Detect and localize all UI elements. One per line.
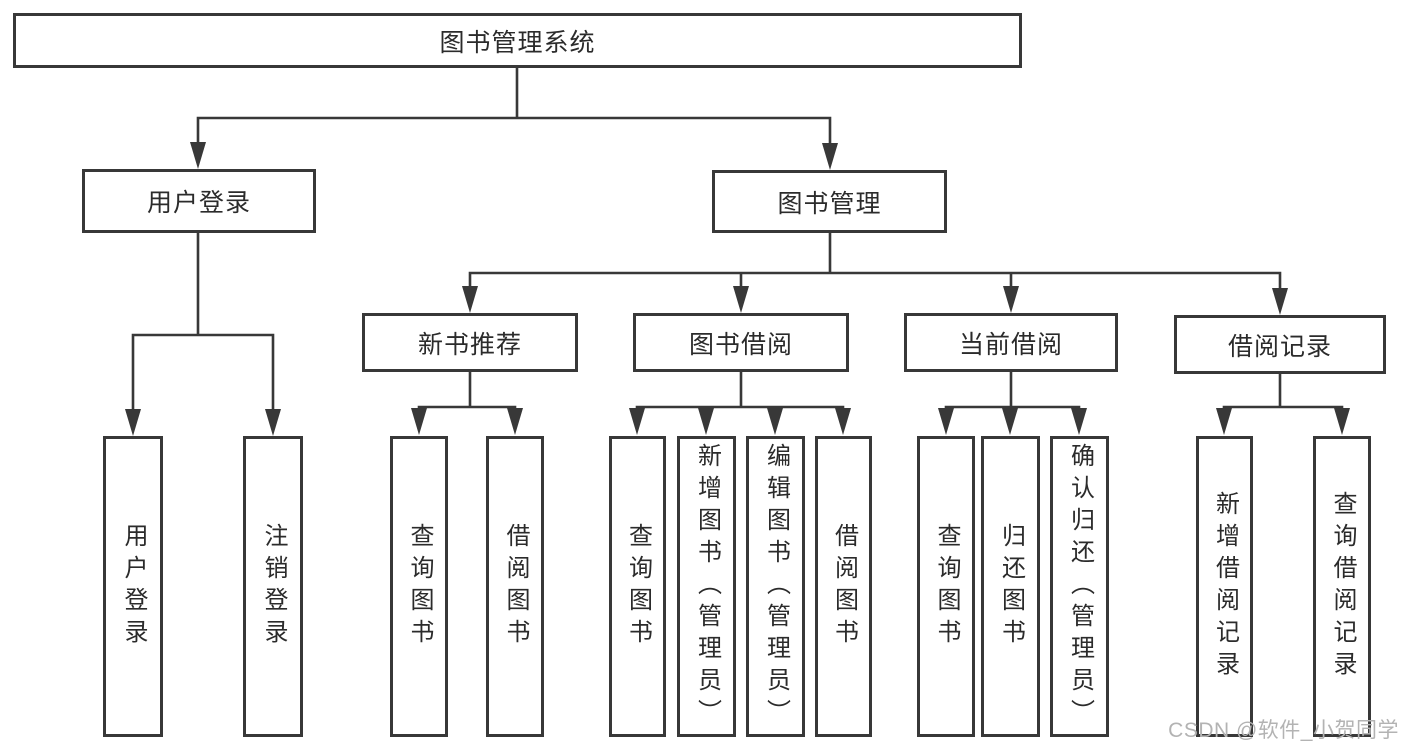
node-borrowing-records: 借阅记录 (1174, 315, 1386, 374)
leaf-return-books: 归还图书 (981, 436, 1040, 737)
connector-segments (131, 66, 1344, 413)
leaf-query-books-current: 查询图书 (917, 436, 975, 737)
leaf-query-books-borrowing-label: 查询图书 (624, 522, 652, 651)
node-current-borrowing: 当前借阅 (904, 313, 1118, 372)
node-new-book-recommend: 新书推荐 (362, 313, 578, 372)
leaf-return-books-label: 归还图书 (997, 522, 1025, 651)
leaf-confirm-return-admin-label: 确认归还（管理员） (1066, 442, 1094, 731)
node-current-borrowing-label: 当前借阅 (958, 330, 1063, 359)
leaf-query-borrow-record-label: 查询借阅记录 (1329, 490, 1356, 683)
leaf-borrow-books-label: 借阅图书 (830, 522, 858, 651)
leaf-logout: 注销登录 (243, 436, 303, 737)
leaf-borrow-books-recommend-label: 借阅图书 (502, 522, 529, 651)
node-user-login-branch-label: 用户登录 (146, 189, 251, 217)
leaf-edit-books-admin: 编辑图书（管理员） (746, 436, 805, 737)
leaf-confirm-return-admin: 确认归还（管理员） (1050, 436, 1109, 737)
leaf-logout-label: 注销登录 (260, 522, 287, 651)
leaf-query-books-recommend: 查询图书 (390, 436, 448, 737)
node-library-system-label: 图书管理系统 (439, 28, 596, 57)
leaf-user-login: 用户登录 (103, 436, 163, 737)
arrowheads (125, 142, 1350, 436)
leaf-query-books-recommend-label: 查询图书 (406, 522, 433, 651)
node-book-borrowing: 图书借阅 (633, 313, 849, 372)
node-book-borrowing-label: 图书借阅 (688, 330, 793, 359)
node-borrowing-records-label: 借阅记录 (1227, 332, 1332, 361)
node-user-login-branch: 用户登录 (82, 169, 316, 233)
leaf-query-books-borrowing: 查询图书 (609, 436, 666, 737)
node-library-system: 图书管理系统 (13, 13, 1022, 68)
leaf-add-books-admin: 新增图书（管理员） (677, 436, 736, 737)
leaf-add-books-admin-label: 新增图书（管理员） (693, 442, 721, 731)
node-book-management-branch: 图书管理 (712, 170, 947, 233)
node-new-book-recommend-label: 新书推荐 (417, 330, 522, 359)
leaf-query-books-current-label: 查询图书 (933, 522, 960, 651)
node-book-management-branch-label: 图书管理 (777, 189, 882, 218)
leaf-query-borrow-record: 查询借阅记录 (1313, 436, 1371, 737)
leaf-edit-books-admin-label: 编辑图书（管理员） (762, 442, 790, 731)
leaf-user-login-label: 用户登录 (120, 522, 147, 651)
leaf-borrow-books-recommend: 借阅图书 (486, 436, 544, 737)
leaf-add-borrow-record-label: 新增借阅记录 (1211, 490, 1239, 683)
leaf-borrow-books: 借阅图书 (815, 436, 872, 737)
watermark: CSDN @软件_小贺同学 (1168, 719, 1399, 742)
leaf-add-borrow-record: 新增借阅记录 (1196, 436, 1253, 737)
